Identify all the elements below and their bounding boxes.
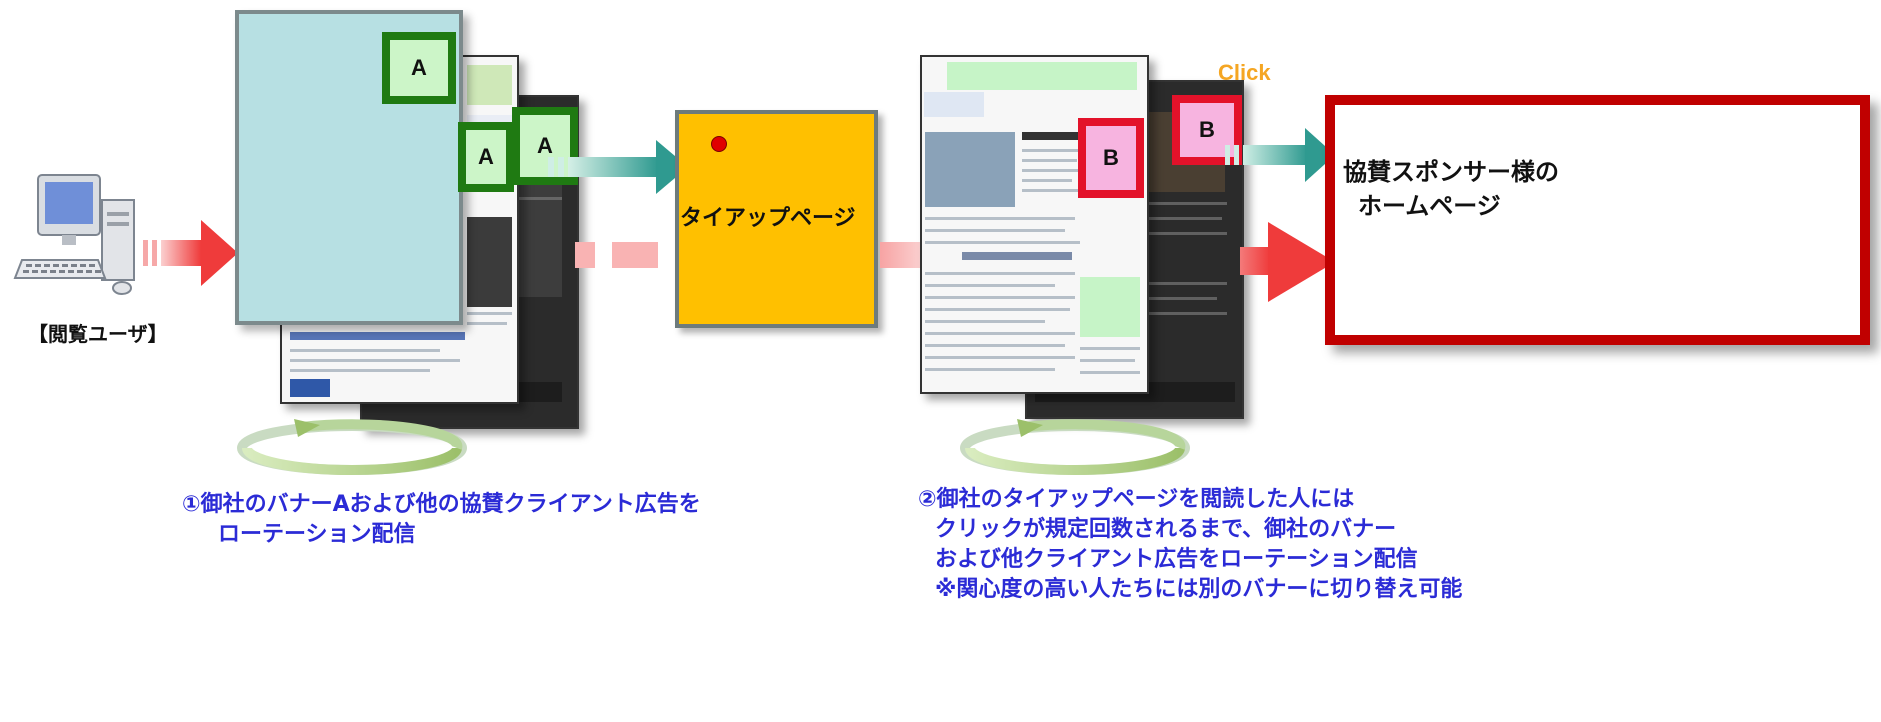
flow-arrow-banner-to-tieup <box>548 132 688 202</box>
rotation-loop-icon <box>232 415 477 480</box>
flow-dash-2 <box>612 242 658 268</box>
sponsor-line-2: ホームページ <box>1358 192 1501 220</box>
banner-b-front[interactable]: B <box>1078 118 1144 198</box>
caption-1-line-1: ①御社のバナーAおよび他の協賛クライアント広告を <box>182 492 701 517</box>
flow-arrow-page-to-sponsor <box>1240 222 1335 302</box>
flow-arrow-user-to-banner <box>143 212 238 292</box>
caption-2-line-2: クリックが規定回数されるまで、御社のバナー <box>935 517 1397 542</box>
webpage-front-right <box>920 55 1149 394</box>
banner-a-middle[interactable]: A <box>458 122 514 192</box>
caption-2-line-1: ②御社のタイアップページを閲読した人には <box>918 487 1355 512</box>
flow-arrow-banner-to-sponsor <box>1225 120 1335 190</box>
caption-2-line-3: および他クライアント広告をローテーション配信 <box>935 547 1418 572</box>
banner-b-back[interactable]: B <box>1172 95 1242 165</box>
rotation-loop-icon <box>955 415 1200 480</box>
user-label: 【閲覧ユーザ】 <box>28 322 168 346</box>
cursor-dot-icon <box>711 136 727 152</box>
computer-icon <box>10 170 140 305</box>
sponsor-line-1: 協賛スポンサー様の <box>1343 158 1559 186</box>
sponsor-homepage[interactable] <box>1325 95 1870 345</box>
tieup-page-label: タイアップページ <box>680 206 856 231</box>
click-label: Click <box>1218 60 1271 85</box>
flow-arrow-tieup-to-page <box>880 225 925 275</box>
caption-1-line-2: ローテーション配信 <box>218 522 416 547</box>
banner-a-main[interactable]: A <box>382 32 456 104</box>
flow-dash-1 <box>575 242 595 268</box>
caption-2-line-4: ※関心度の高い人たちには別のバナーに切り替え可能 <box>935 577 1463 602</box>
banner-a-back[interactable]: A <box>512 107 578 185</box>
tieup-page[interactable] <box>675 110 878 328</box>
